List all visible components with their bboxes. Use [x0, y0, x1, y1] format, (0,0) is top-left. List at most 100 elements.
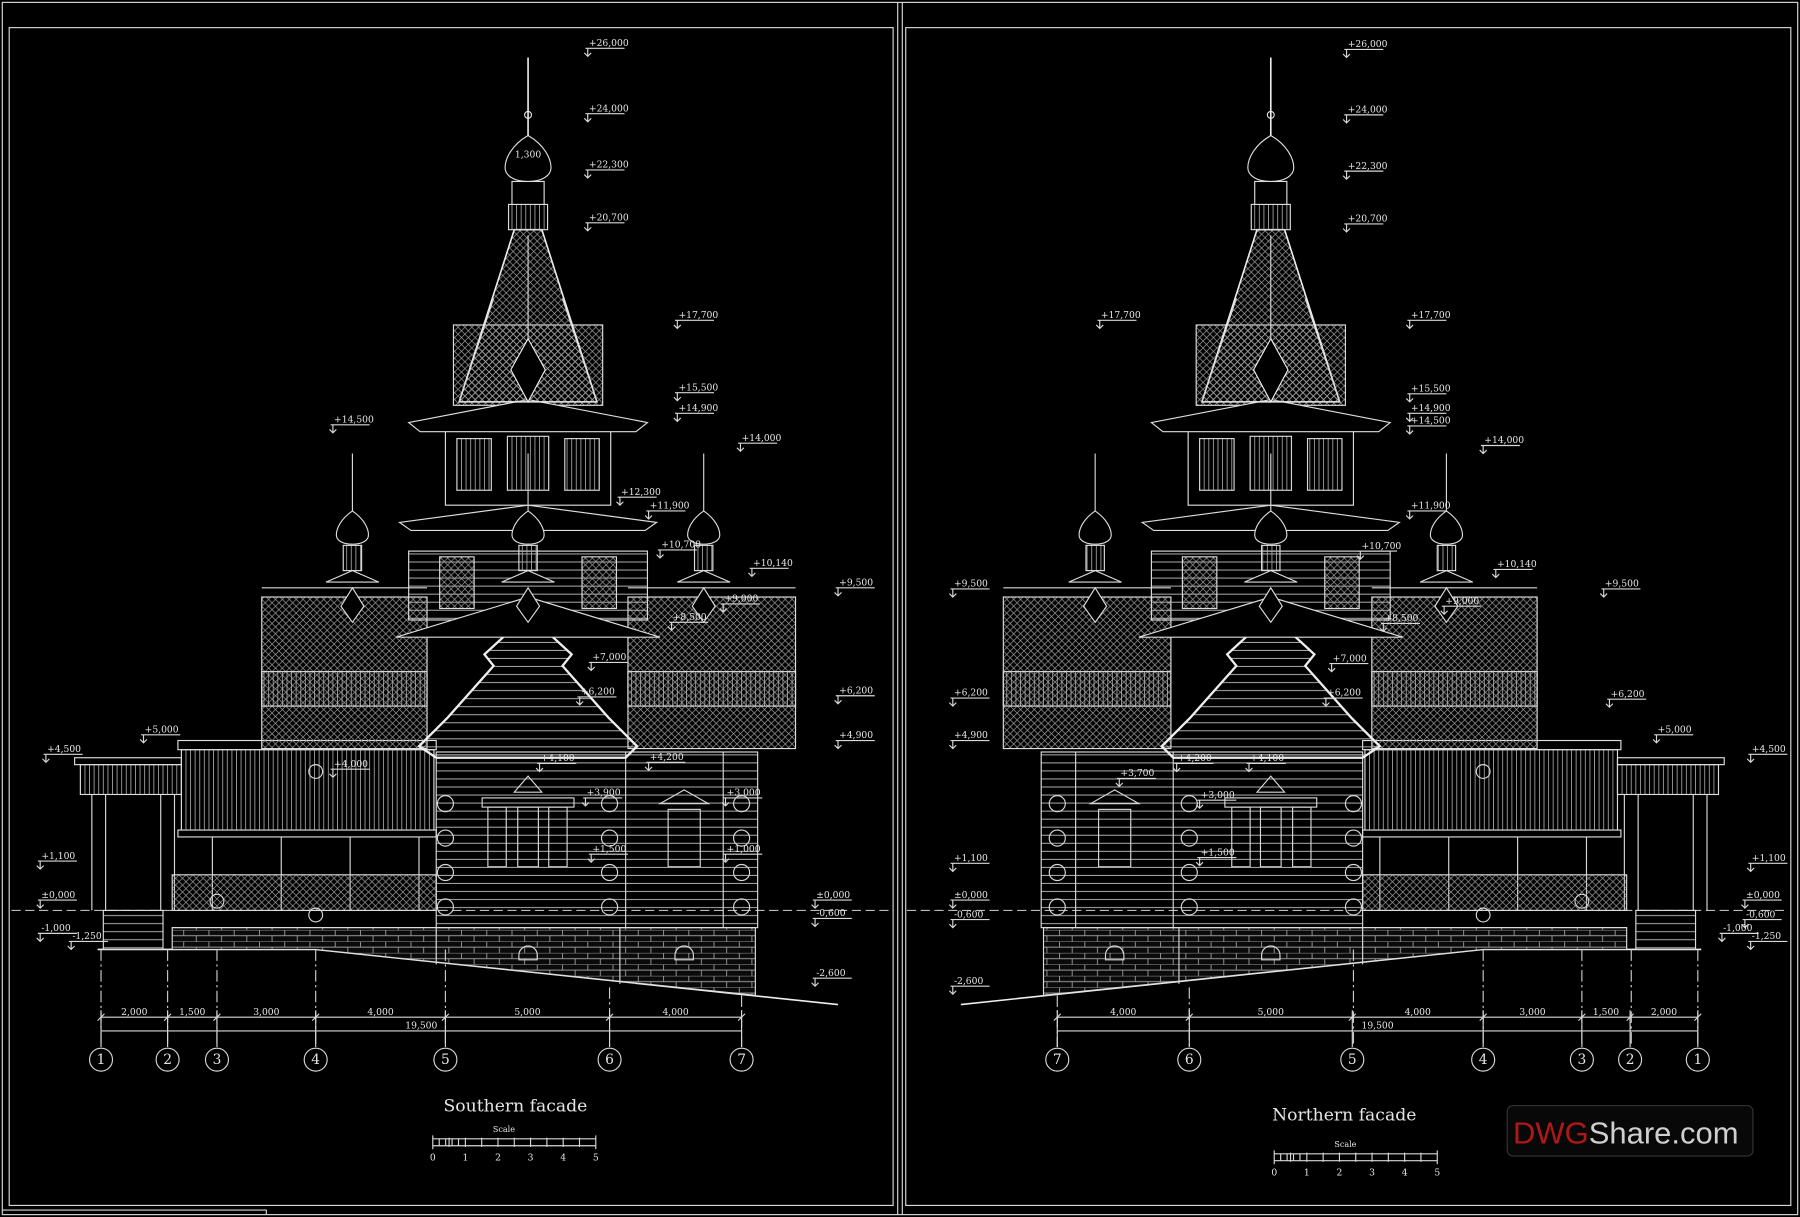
elevation-mark: ±0,000: [948, 890, 990, 909]
dimension-value: 3,000: [253, 1007, 279, 1018]
dimension-value: 2,000: [121, 1007, 147, 1018]
scale-tick: 0: [1271, 1168, 1277, 1179]
scale-label: Scale: [1334, 1140, 1356, 1149]
elevation-mark: ±0,000: [1741, 890, 1782, 909]
elevation-value: +15,500: [1411, 384, 1451, 395]
elevation-mark: +24,000: [583, 103, 629, 123]
elevation-value: +20,700: [589, 212, 629, 223]
elevation-value: +8,500: [1384, 613, 1418, 624]
axis-bubble: [1471, 1047, 1496, 1072]
elevation-value: +1,500: [592, 844, 626, 855]
axis-label: 1: [97, 1052, 106, 1068]
elevation-mark: +11,900: [644, 501, 690, 520]
elevation-value: +6,200: [581, 687, 615, 698]
elevation-mark: +9,000: [1440, 596, 1481, 616]
elevation-value: +3,000: [1201, 790, 1235, 801]
elevation-mark: +1,100: [36, 851, 77, 870]
scale-tick: 0: [430, 1153, 436, 1164]
axis-label: 7: [1053, 1052, 1062, 1068]
elevation-value: +15,500: [678, 382, 718, 393]
elevation-value: +22,300: [589, 160, 629, 171]
axis-line: [737, 1010, 746, 1048]
elevation-value: +3,900: [587, 788, 621, 799]
elevation-mark: +6,200: [1322, 688, 1363, 707]
scale-tick: 2: [495, 1153, 501, 1164]
elevation-mark: +9,500: [948, 579, 990, 598]
elevation-mark: +5,000: [1652, 724, 1694, 744]
elevation-mark: +15,500: [1405, 384, 1451, 403]
elevation-mark: +12,300: [616, 487, 661, 506]
elevation-value: +3,000: [727, 788, 761, 799]
elevation-value: +11,900: [1411, 501, 1451, 512]
elevation-value: -1,250: [72, 931, 102, 942]
dimension-value: 1,500: [179, 1007, 205, 1018]
elevation-value: +4,200: [650, 752, 684, 763]
elevation-value: +5,000: [145, 724, 179, 735]
elevation-mark: +17,700: [673, 310, 718, 330]
elevation-mark: +3,000: [1195, 790, 1237, 810]
axis-label: 3: [1578, 1052, 1587, 1068]
elevation-value: +4,100: [1250, 753, 1284, 764]
elevation-value: +6,200: [839, 685, 873, 696]
elevation-mark: +26,000: [1342, 39, 1388, 59]
scale-tick: 4: [1402, 1168, 1408, 1179]
elevation-mark: +10,700: [1356, 541, 1401, 560]
elevation-value: +5,000: [1658, 724, 1692, 735]
elevation-mark: +6,200: [1605, 689, 1647, 709]
dimension-value: 4,000: [662, 1007, 688, 1018]
elevation-mark: -2,600: [811, 968, 852, 987]
elevation-mark: +24,000: [1342, 105, 1388, 124]
elevation-value: -0,600: [1746, 909, 1776, 920]
elevation-value: +14,900: [678, 403, 718, 414]
overall-dimension: 19,500: [1362, 1021, 1394, 1032]
elevation-mark: -0,600: [1741, 909, 1782, 929]
elevation-mark: +22,300: [1342, 161, 1388, 180]
elevation-mark: -1,250: [1746, 931, 1788, 951]
elevation-mark: +4,000: [329, 759, 370, 779]
elevation-mark: +26,000: [583, 38, 629, 58]
elevation-mark: +9,000: [719, 594, 760, 613]
overall-dimension: 19,500: [405, 1021, 437, 1032]
elevation-value: +4,900: [839, 730, 873, 741]
scale-label: Scale: [493, 1125, 515, 1134]
elevation-value: +24,000: [589, 103, 629, 114]
axis-bubble: [597, 1047, 622, 1072]
elevation-value: +14,500: [1411, 416, 1451, 427]
axis-line: [605, 1010, 614, 1048]
axis-label: 3: [213, 1052, 222, 1068]
elevation-mark: -0,600: [948, 909, 990, 929]
elevation-mark: +4,100: [1245, 753, 1286, 773]
elevation-value: +4,100: [541, 753, 575, 764]
axis-bubble: [88, 1047, 114, 1072]
elevation-mark: +14,500: [1405, 416, 1451, 435]
axis-bubble: [204, 1047, 230, 1072]
dimension-value: 1,500: [1593, 1007, 1619, 1018]
axis-label: 6: [1185, 1052, 1194, 1068]
elevation-mark: ±0,000: [36, 890, 77, 909]
axis-line: [1479, 1010, 1488, 1048]
elevation-mark: +3,700: [1115, 768, 1156, 788]
elevation-mark: +9,500: [1599, 579, 1641, 598]
sheet-title-southern: Southern facade: [443, 1096, 587, 1116]
dimension-line: [1057, 1016, 1698, 1032]
elevation-value: +10,700: [661, 540, 701, 551]
elevation-value: +9,500: [954, 579, 988, 590]
elevation-mark: +4,200: [1172, 753, 1214, 773]
elevation-value: +17,700: [1411, 310, 1451, 321]
axis-bubble: [1618, 1047, 1643, 1072]
elevation-value: ±0,000: [954, 890, 988, 901]
scale-tick: 2: [1337, 1168, 1343, 1179]
elevation-value: +4,500: [1752, 744, 1786, 755]
dimension-value: 4,000: [367, 1007, 393, 1018]
elevation-mark: +6,200: [575, 687, 617, 706]
elevation-value: +9,000: [1445, 596, 1479, 607]
elevation-mark: +1,500: [1195, 847, 1237, 867]
elevation-value: +4,200: [1178, 753, 1212, 764]
svg-text:DWGShare.com: DWGShare.com: [1513, 1115, 1739, 1150]
dimension-value: 2,000: [1651, 1007, 1677, 1018]
elevation-value: +20,700: [1348, 214, 1388, 225]
dimension-value: 4,000: [1405, 1007, 1431, 1018]
